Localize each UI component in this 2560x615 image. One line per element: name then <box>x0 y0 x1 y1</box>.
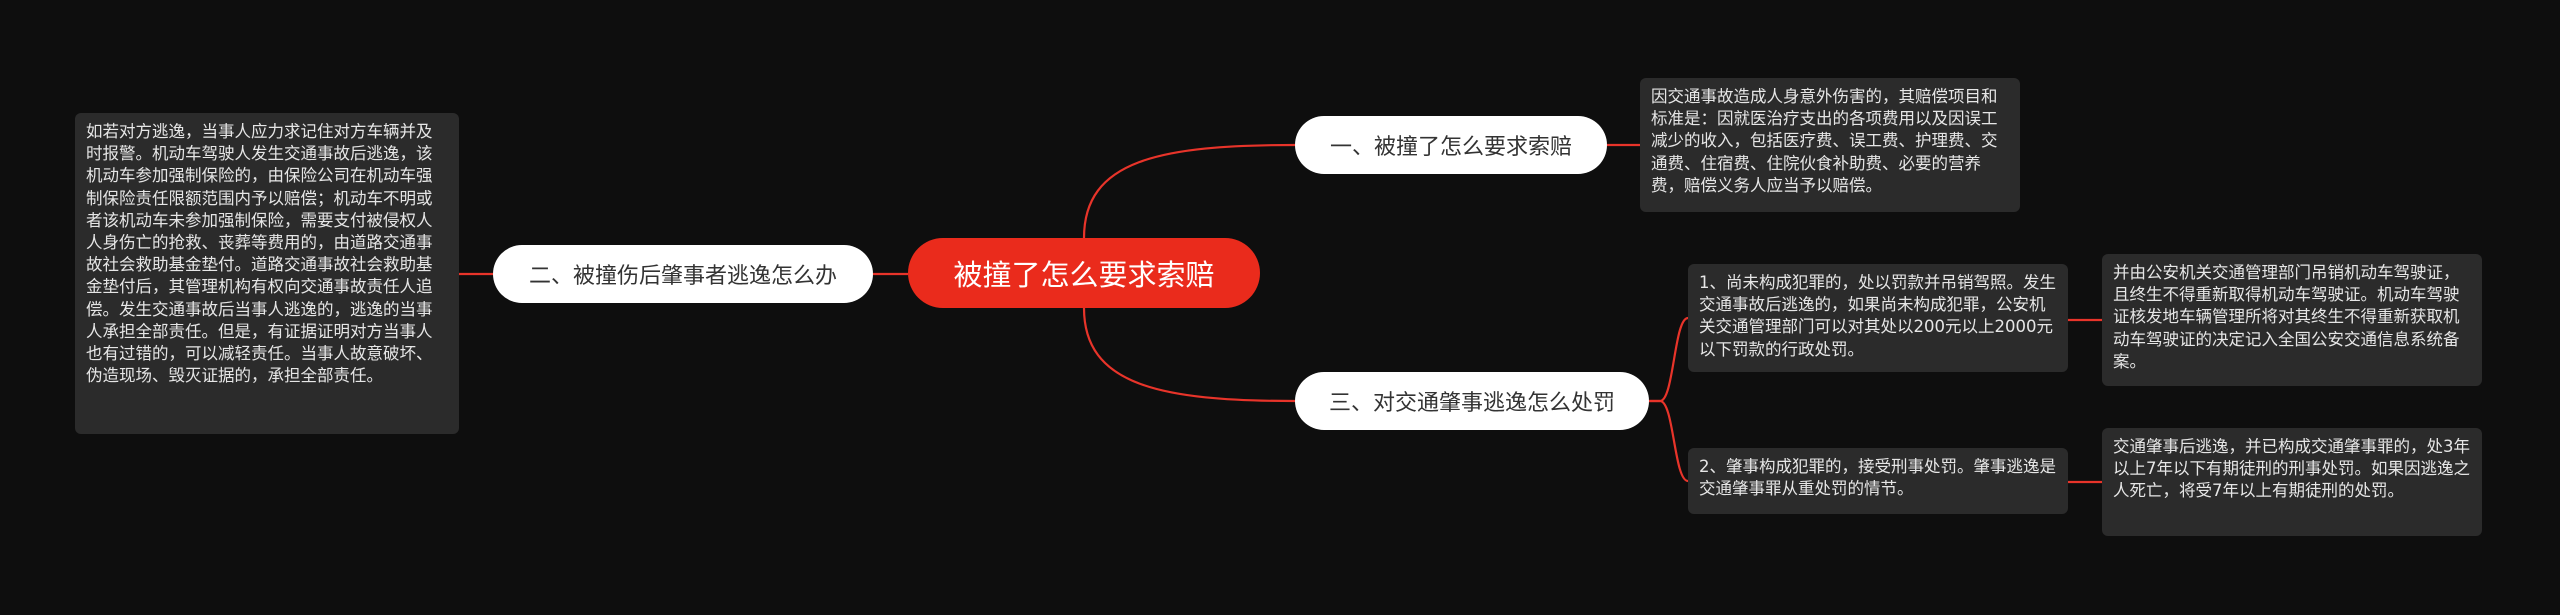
sub-item-1-detail-card[interactable]: 并由公安机关交通管理部门吊销机动车驾驶证，且终生不得重新取得机动车驾驶证。机动车… <box>2102 254 2482 386</box>
branch-topic-2-label: 二、被撞伤后肇事者逃逸怎么办 <box>528 264 837 289</box>
branch-topic-3-label: 三、对交通肇事逃逸怎么处罚 <box>1328 391 1615 416</box>
branch-topic-1-label: 一、被撞了怎么要求索赔 <box>1329 135 1572 160</box>
root-topic-label: 被撞了怎么要求索赔 <box>953 258 1215 292</box>
connector-branch-3-to-item-2 <box>1649 399 1689 483</box>
connector-branch-3-to-item-1 <box>1649 316 1689 403</box>
branch-topic-3[interactable]: 三、对交通肇事逃逸怎么处罚 <box>1295 372 1649 430</box>
branch-1-detail-card[interactable]: 因交通事故造成人身意外伤害的，其赔偿项目和标准是：因就医治疗支出的各项费用以及因… <box>1640 78 2020 212</box>
sub-item-2-card[interactable]: 2、肇事构成犯罪的，接受刑事处罚。肇事逃逸是交通肇事罪从重处罚的情节。 <box>1688 448 2068 514</box>
sub-item-2-detail-card[interactable]: 交通肇事后逃逸，并已构成交通肇事罪的，处3年以上7年以下有期徒刑的刑事处罚。如果… <box>2102 428 2482 536</box>
connector-root-to-branch-3 <box>1082 307 1296 403</box>
root-topic[interactable]: 被撞了怎么要求索赔 <box>908 238 1260 308</box>
branch-topic-1[interactable]: 一、被撞了怎么要求索赔 <box>1295 116 1607 174</box>
branch-2-detail-card[interactable]: 如若对方逃逸，当事人应力求记住对方车辆并及时报警。机动车驾驶人发生交通事故后逃逸… <box>75 113 459 434</box>
branch-topic-2[interactable]: 二、被撞伤后肇事者逃逸怎么办 <box>493 245 873 303</box>
sub-item-1-card[interactable]: 1、尚未构成犯罪的，处以罚款并吊销驾照。发生交通事故后逃逸的，如果尚未构成犯罪，… <box>1688 264 2068 372</box>
connector-root-to-branch-1 <box>1082 143 1296 239</box>
